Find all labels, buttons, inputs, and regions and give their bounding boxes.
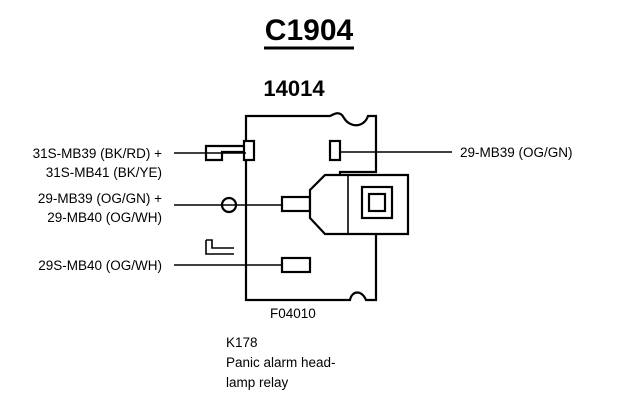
part-number: 14014 — [263, 76, 325, 101]
connector-title: C1904 — [265, 14, 354, 47]
figure-code: F04010 — [270, 306, 316, 321]
latch-top — [204, 144, 246, 162]
label-top-left-1: 31S-MB39 (BK/RD) + — [33, 146, 163, 161]
label-mid-left-2: 29-MB40 (OG/WH) — [47, 210, 162, 225]
label-mid-left-1: 29-MB39 (OG/GN) + — [38, 191, 162, 206]
relay-housing — [308, 173, 410, 236]
label-bottom-left: 29S-MB40 (OG/WH) — [38, 258, 162, 273]
terminal-bottom — [280, 256, 312, 274]
relay-description-line1: Panic alarm head- — [226, 355, 336, 370]
label-top-right: 29-MB39 (OG/GN) — [460, 145, 573, 160]
terminal-top-left — [242, 139, 256, 162]
relay-description-line2: lamp relay — [226, 375, 289, 390]
relay-code: K178 — [226, 335, 258, 350]
relay-window-inner — [367, 192, 387, 213]
label-top-left-2: 31S-MB41 (BK/YE) — [46, 165, 162, 180]
terminal-mid — [280, 195, 312, 213]
terminal-top-right — [328, 139, 342, 162]
latch-bottom — [205, 239, 234, 255]
